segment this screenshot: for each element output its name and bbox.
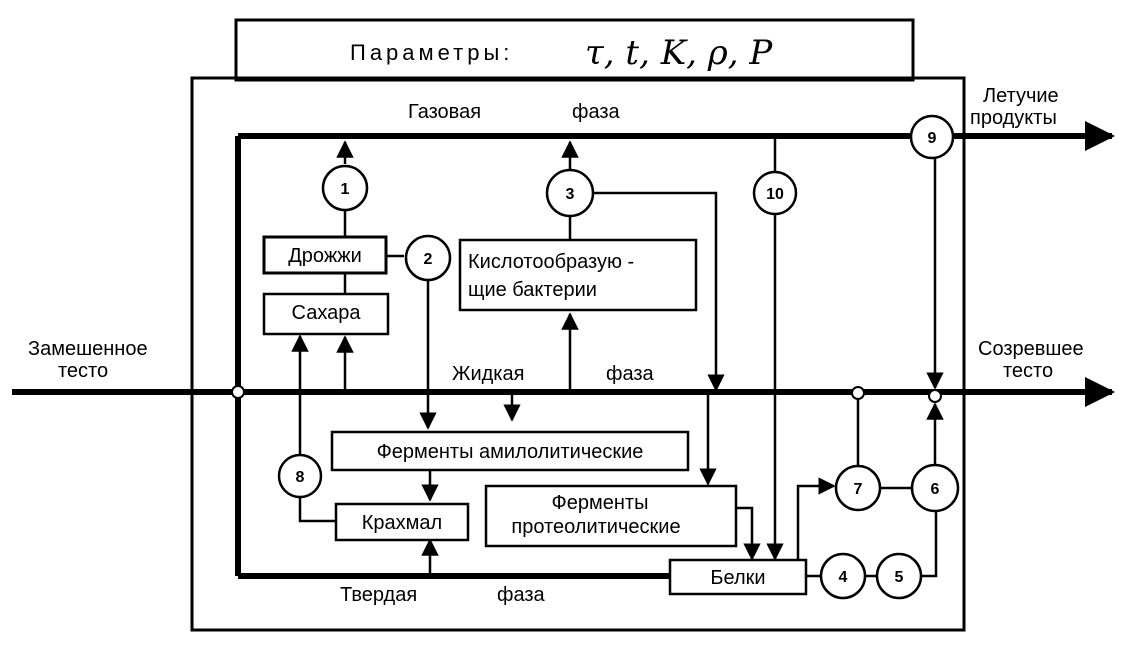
amylolytic-enzymes-label: Ферменты амилолитические	[377, 441, 644, 463]
sugar-label: Сахара	[292, 302, 362, 324]
process-node-6-label: 6	[931, 481, 940, 498]
yeast-box: Дрожжи	[262, 235, 388, 275]
process-node-3: 3	[545, 168, 595, 218]
process-node-4: 4	[819, 552, 867, 600]
solid-phase-label-2: фаза	[497, 584, 546, 606]
output-junction	[928, 389, 942, 403]
proteolytic-enzymes-label-line1: Ферменты	[552, 492, 649, 514]
amylolytic-enzymes-box: Ферменты амилолитические	[330, 430, 690, 472]
process-node-8: 8	[277, 453, 323, 499]
output-label-line2: тесто	[1003, 360, 1053, 382]
liquid-phase-label: Жидкая	[452, 363, 524, 385]
output-label-line1: Созревшее	[978, 338, 1084, 360]
sugar-box: Сахара	[262, 292, 390, 336]
starch-box: Крахмал	[334, 502, 470, 542]
process-node-6: 6	[910, 463, 960, 513]
acid-bacteria-label-line1: Кислотообразую -	[468, 251, 634, 273]
input-junction	[231, 385, 245, 399]
process-node-8-label: 8	[296, 469, 305, 486]
solid-phase-label: Твердая	[340, 584, 417, 606]
yeast-label: Дрожжи	[288, 245, 362, 267]
liquid-phase-label-2: фаза	[606, 363, 655, 385]
input-label-line2: тесто	[58, 360, 108, 382]
process-node-5-label: 5	[895, 569, 904, 586]
process-node-1-label: 1	[341, 181, 350, 198]
process-node-10-label: 10	[766, 186, 784, 203]
proteolytic-enzymes-box: Ферменты протеолитические	[484, 484, 738, 548]
process-node-2-label: 2	[424, 251, 433, 268]
proteins-label: Белки	[710, 567, 765, 589]
proteolytic-enzymes-label-line2: протеолитические	[511, 516, 680, 538]
process-node-9-label: 9	[928, 130, 937, 147]
parameters-symbols: τ, t, K, ρ, P	[585, 33, 773, 73]
gas-phase-label: Газовая	[408, 101, 481, 123]
process-node-4-label: 4	[839, 569, 848, 586]
volatile-label-line2: продукты	[970, 107, 1057, 129]
process-node-10: 10	[752, 170, 798, 216]
process-node-7: 7	[834, 464, 882, 512]
process-node-2: 2	[404, 234, 452, 282]
parameters-title: Параметры:	[350, 40, 513, 65]
acid-bacteria-label-line2: щие бактерии	[468, 279, 597, 301]
connections	[291, 136, 944, 578]
gas-phase-label-2: фаза	[572, 101, 621, 123]
process-node-3-label: 3	[566, 186, 575, 203]
proteins-box: Белки	[668, 558, 808, 596]
starch-label: Крахмал	[362, 512, 442, 534]
volatile-label-line1: Летучие	[983, 85, 1059, 107]
junction-7	[851, 386, 865, 400]
parameters-box: Параметры: τ, t, K, ρ, P	[234, 18, 915, 82]
process-node-5: 5	[875, 552, 923, 600]
process-node-7-label: 7	[854, 481, 863, 498]
input-label-line1: Замешенное	[28, 338, 148, 360]
acid-bacteria-box: Кислотообразую - щие бактерии	[458, 238, 698, 312]
process-node-9: 9	[909, 114, 955, 160]
process-node-1: 1	[321, 164, 369, 212]
system-boundary	[190, 76, 966, 632]
